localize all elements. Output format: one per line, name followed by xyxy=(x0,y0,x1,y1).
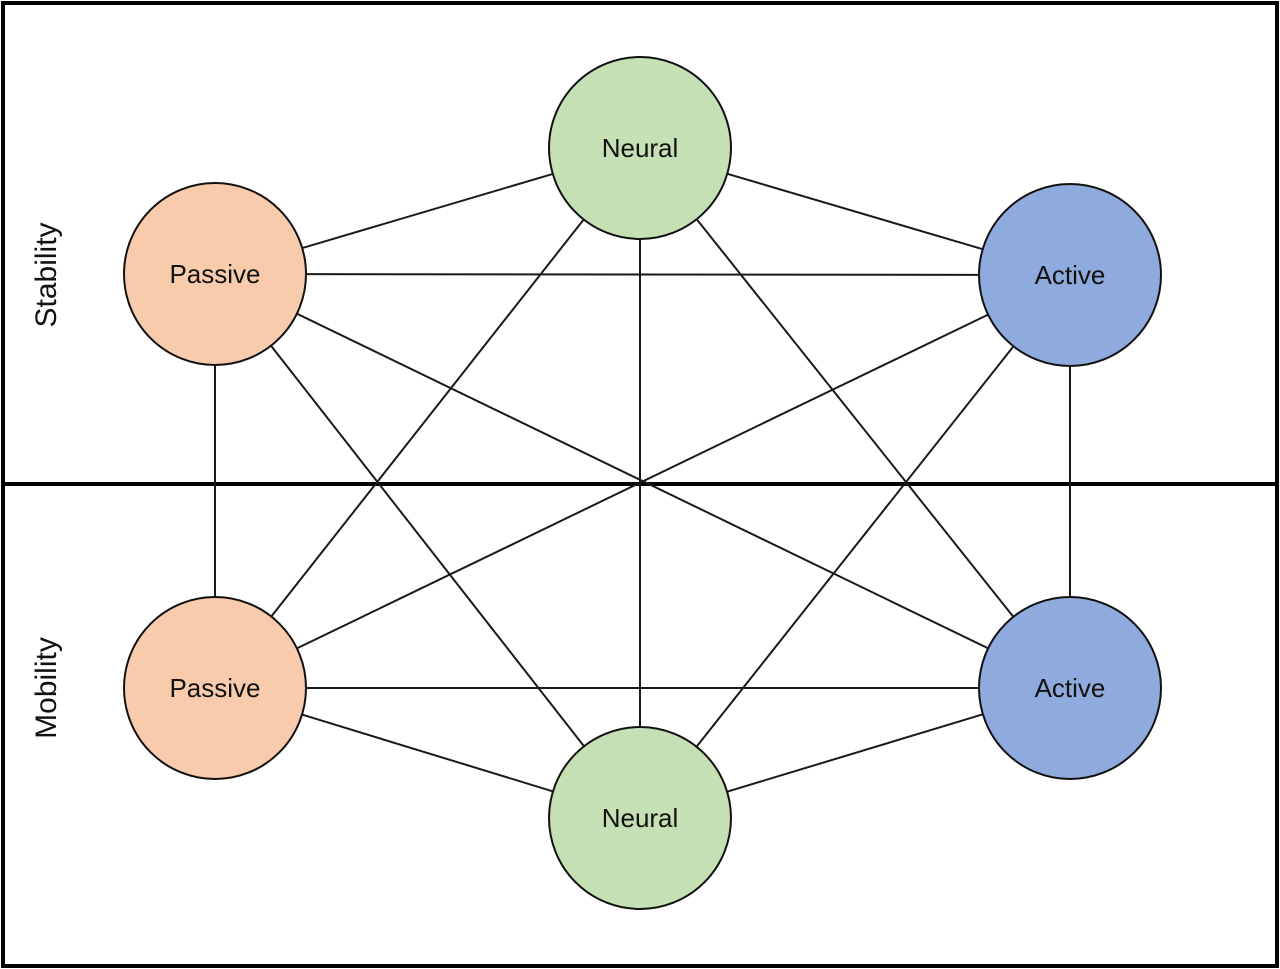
node-label: Neural xyxy=(602,803,679,833)
edge-stability-neural-to-stability-passive xyxy=(301,172,554,250)
node-label: Passive xyxy=(169,259,260,289)
node-label: Passive xyxy=(169,673,260,703)
stability-section-label: Stability xyxy=(30,222,63,327)
node-circle xyxy=(123,182,307,366)
node-label: Active xyxy=(1035,260,1106,290)
edge-stability-passive-to-mobility-neural xyxy=(270,345,585,747)
node-circle xyxy=(548,56,732,240)
node-circle xyxy=(548,726,732,910)
node-circle xyxy=(978,596,1162,780)
node-mobility-active: Active xyxy=(978,596,1162,780)
node-label: Active xyxy=(1035,673,1106,703)
node-stability-passive: Passive xyxy=(123,182,307,366)
edge-mobility-passive-to-mobility-neural xyxy=(301,713,554,793)
edge-stability-neural-to-stability-active xyxy=(727,172,983,251)
edge-stability-active-to-mobility-neural xyxy=(695,345,1015,748)
edge-stability-neural-to-mobility-passive xyxy=(270,218,585,618)
connection-lines xyxy=(214,172,1071,793)
node-mobility-passive: Passive xyxy=(123,596,307,780)
node-stability-active: Active xyxy=(978,183,1162,367)
node-mobility-neural: Neural xyxy=(548,726,732,910)
edge-stability-active-to-mobility-passive xyxy=(296,313,989,650)
edge-stability-passive-to-stability-active xyxy=(305,273,980,276)
edge-stability-neural-to-mobility-active xyxy=(695,218,1015,618)
node-label: Neural xyxy=(602,133,679,163)
edge-mobility-neural-to-mobility-active xyxy=(726,713,984,793)
node-stability-neural: Neural xyxy=(548,56,732,240)
node-circle xyxy=(978,183,1162,367)
mobility-section-label: Mobility xyxy=(30,637,63,739)
node-circle xyxy=(123,596,307,780)
